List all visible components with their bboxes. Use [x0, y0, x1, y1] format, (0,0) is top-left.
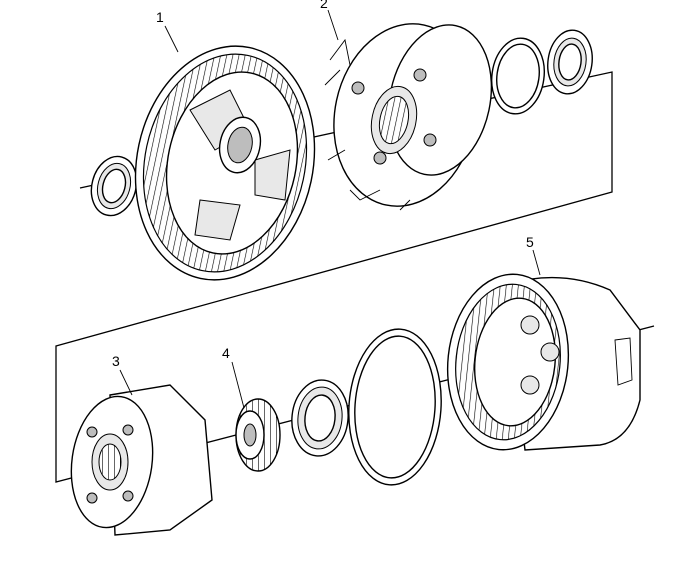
callout-leaders: [119, 9, 541, 409]
part-5-ring-gear-housing: [446, 273, 641, 451]
callout-4: 4: [222, 345, 230, 361]
part-2-carrier: [324, 23, 493, 211]
callout-3: 3: [112, 353, 120, 369]
snap-ring-lower: [348, 328, 442, 486]
part-4-sun-gear: [235, 398, 281, 472]
thrust-bearing-left: [90, 155, 138, 217]
part-1-drum: [134, 45, 316, 281]
callout-1: 1: [156, 9, 164, 25]
callout-2: 2: [320, 0, 328, 11]
thrust-washer-upper-a: [491, 37, 545, 115]
part-3-carrier: [70, 384, 213, 536]
thrust-washer-lower-a: [291, 379, 349, 457]
thrust-washer-upper-b: [547, 29, 593, 95]
callout-5: 5: [526, 234, 534, 250]
